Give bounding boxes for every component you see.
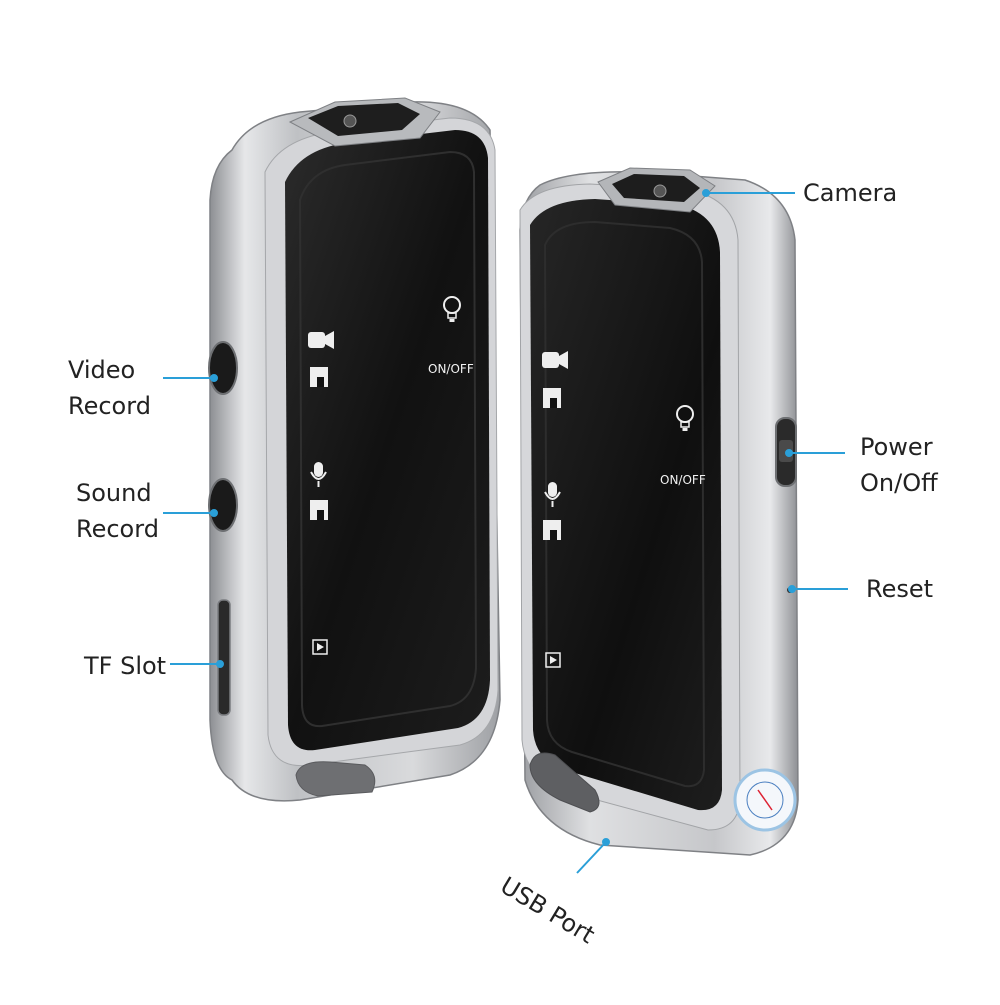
reset-callout-dot [788, 585, 796, 593]
tf-slot-label-text: TF Slot [84, 652, 167, 680]
video-record-label-line-1: Video [68, 356, 136, 384]
left-lanyard-hole [295, 761, 376, 797]
right-on-off-text: ON/OFF [660, 473, 706, 487]
right-device-face [530, 199, 722, 811]
left-on-off-text: ON/OFF [428, 362, 474, 376]
save-icon [310, 367, 328, 387]
left-sound-button[interactable] [208, 478, 238, 532]
right-device-face-inner [543, 220, 706, 788]
qc-sticker-inner [746, 781, 784, 819]
camera-callout-dot [702, 189, 710, 197]
save-icon [543, 520, 561, 540]
left-device-face [285, 130, 490, 751]
sound-record-label-line-1: Sound [76, 479, 152, 507]
right-device: ON/OFF [519, 167, 799, 856]
power-label: Power On/Off [860, 429, 938, 501]
save-icon [310, 500, 328, 520]
play-icon [545, 652, 561, 668]
right-lanyard-hole [529, 752, 600, 813]
video-camera-icon [542, 351, 568, 369]
left-tf-slot[interactable] [217, 599, 231, 716]
usb-port-callout-dot [602, 838, 610, 846]
sound-record-label-line-2: Record [76, 515, 159, 543]
left-device: ON/OFF [208, 97, 501, 802]
right-camera-lens [653, 184, 667, 198]
reset-label: Reset [866, 571, 933, 607]
power-callout-dot [785, 449, 793, 457]
video-record-label-line-2: Record [68, 392, 151, 420]
sound-record-callout-dot [210, 509, 218, 517]
qc-sticker-mark [757, 789, 773, 811]
microphone-icon [310, 462, 327, 487]
camera-label: Camera [803, 175, 897, 211]
play-icon [312, 639, 328, 655]
video-record-callout-dot [210, 374, 218, 382]
light-bulb-icon [443, 296, 461, 322]
light-bulb-icon [676, 405, 694, 431]
video-record-label: Video Record [68, 352, 151, 424]
usb-port-callout-line [576, 841, 607, 874]
camera-label-text: Camera [803, 179, 898, 207]
video-camera-icon [308, 331, 334, 349]
power-label-line-1: Power [860, 433, 933, 461]
left-camera-window [308, 103, 420, 136]
callouts [163, 189, 848, 874]
tf-slot-label: TF Slot [84, 648, 166, 684]
reset-label-text: Reset [866, 575, 934, 603]
sound-record-label: Sound Record [76, 475, 159, 547]
left-device-face-inner [298, 150, 478, 728]
power-label-line-2: On/Off [860, 469, 938, 497]
left-video-button[interactable] [208, 341, 238, 395]
left-camera-lens [343, 114, 357, 128]
tf-slot-callout-dot [216, 660, 224, 668]
microphone-icon [544, 482, 561, 507]
save-icon [543, 388, 561, 408]
